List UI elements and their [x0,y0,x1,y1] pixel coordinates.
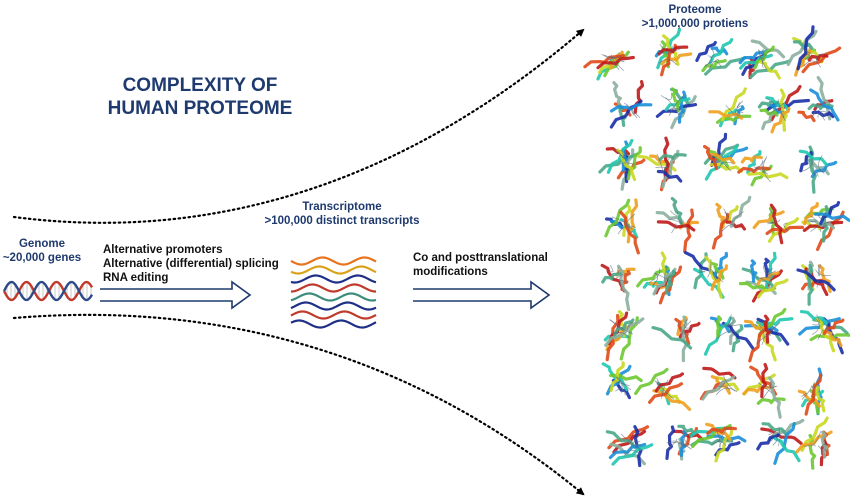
lower-funnel-curve [12,313,585,496]
proteome-line-1: Proteome [668,4,722,16]
transcriptome-label: Transcriptome >100,000 distinct transcri… [252,200,432,228]
proteome-line-2: >1,000,000 protiens [641,18,749,30]
step2-text: Co and posttranslational modifications [413,251,583,279]
process-arrow-1 [100,280,252,310]
step1-line-2: Alternative (differential) splicing [103,258,279,270]
dna-helix-icon [2,280,94,302]
protein-structures-icon [583,25,850,470]
genome-line-2: ~20,000 genes [2,252,82,264]
step1-text: Alternative promoters Alternative (diffe… [103,243,303,285]
proteome-label: Proteome >1,000,000 protiens [620,3,770,31]
upper-funnel-curve [12,28,585,224]
transcriptome-line-1: Transcriptome [302,201,382,213]
title-line-2: HUMAN PROTEOME [107,98,293,119]
genome-label: Genome ~20,000 genes [0,237,84,265]
step1-line-1: Alternative promoters [103,244,223,256]
step2-line-1: Co and posttranslational [413,252,548,264]
step2-line-2: modifications [413,266,488,278]
title-line-1: COMPLEXITY OF [122,75,278,96]
step1-line-3: RNA editing [103,272,169,284]
transcriptome-line-2: >100,000 distinct transcripts [264,215,420,227]
page-title: COMPLEXITY OF HUMAN PROTEOME [80,74,320,120]
transcripts-icon [290,256,377,329]
genome-line-1: Genome [18,238,65,250]
process-arrow-2 [413,280,551,310]
